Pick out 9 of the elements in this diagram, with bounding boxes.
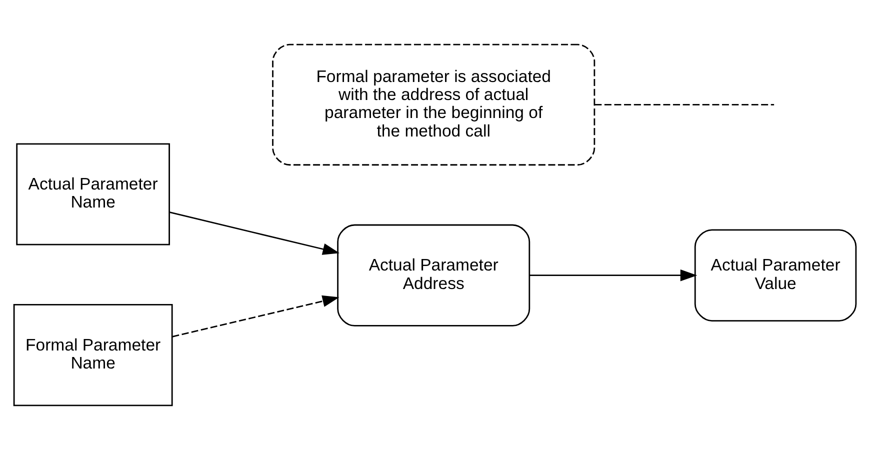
node-box: Formal Parameter Name	[13, 304, 173, 406]
arrow	[169, 212, 340, 255]
connector	[594, 104, 774, 106]
arrow	[172, 295, 340, 338]
node-box: Actual Parameter Name	[16, 143, 170, 246]
node-box: Actual Parameter Value	[694, 229, 857, 322]
node-box: Formal parameter is associated with the address of actual parameter in the beginning of the method call	[272, 44, 596, 166]
arrow	[529, 269, 698, 282]
node-box: Actual Parameter Address	[337, 224, 530, 326]
